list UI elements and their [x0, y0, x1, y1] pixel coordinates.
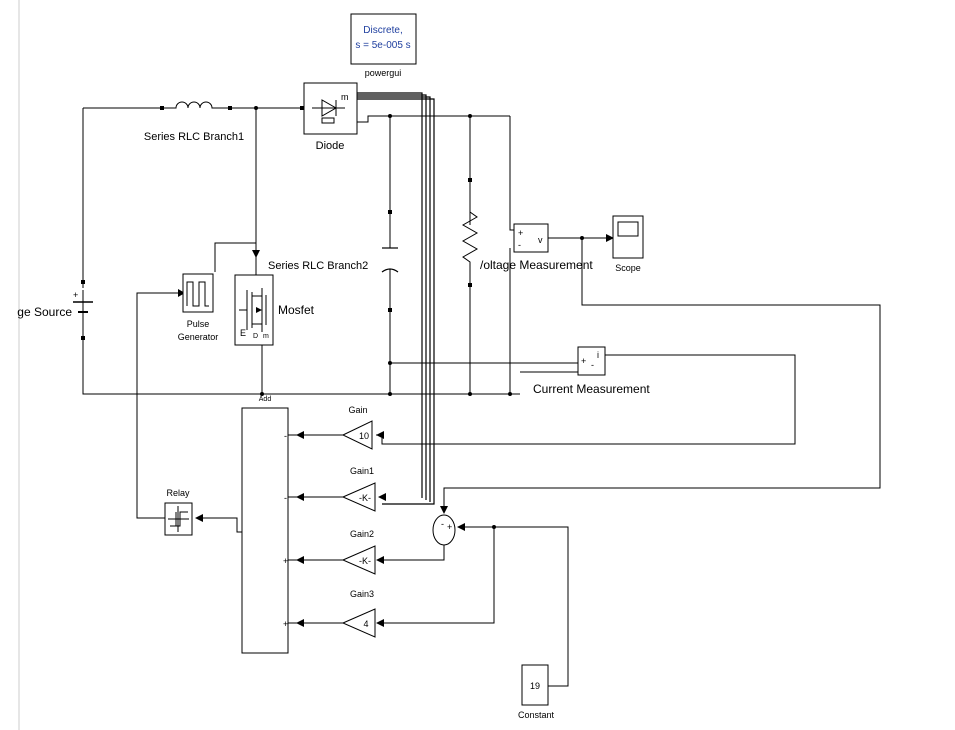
powergui-display-line1: Discrete,: [363, 25, 402, 36]
relay-block[interactable]: Relay: [164, 488, 193, 536]
mosfet-label: Mosfet: [278, 303, 315, 317]
constant-value: 19: [530, 681, 540, 691]
junctions: [254, 106, 584, 529]
add-in4-sign: +: [283, 619, 288, 629]
pulse-generator-label-line2: Generator: [178, 332, 219, 342]
gain1-value: -K-: [359, 493, 371, 503]
gain-label: Gain: [348, 405, 367, 415]
add-in3-sign: +: [283, 556, 288, 566]
powergui-label: powergui: [365, 68, 402, 78]
mosfet-block[interactable]: E D m Mosfet Series RLC Branch2: [234, 260, 368, 346]
mosfet-port-s: m: [263, 333, 269, 340]
voltage-source-block[interactable]: + ge Source: [17, 280, 93, 340]
diode-block[interactable]: m Diode: [300, 82, 358, 152]
mosfet-symbol-icon: [239, 288, 267, 332]
cm-plus: +: [581, 356, 586, 366]
gain3-label: Gain3: [350, 589, 374, 599]
current-measurement-block[interactable]: + - i Current Measurement: [533, 346, 650, 396]
voltage-measurement-label: /oltage Measurement: [480, 258, 593, 272]
diode-symbol-icon: [321, 99, 338, 117]
cm-port-i: i: [597, 350, 599, 360]
series-rlc-branch1-block[interactable]: Series RLC Branch1: [144, 101, 244, 143]
sum-right-sign: +: [447, 522, 452, 532]
current-measurement-label: Current Measurement: [533, 382, 650, 396]
pulse-generator-block[interactable]: Pulse Generator: [178, 273, 219, 342]
vm-port-v: v: [538, 235, 543, 245]
scope-screen-icon: [617, 221, 639, 237]
constant-label: Constant: [518, 710, 555, 720]
gain-value: 10: [359, 431, 369, 441]
vm-plus: +: [518, 228, 523, 238]
gain3-value: 4: [363, 619, 368, 629]
wires: [82, 92, 881, 687]
constant-block[interactable]: 19 Constant: [518, 664, 555, 720]
gain3-block[interactable]: 4 Gain3: [341, 589, 376, 638]
voltage-source-label: ge Source: [17, 305, 72, 319]
gain1-label: Gain1: [350, 466, 374, 476]
resistor-icon: [461, 182, 479, 283]
series-rlc-branch2-block[interactable]: [381, 210, 399, 312]
gain2-value: -K-: [359, 556, 371, 566]
source-plus: +: [73, 290, 78, 300]
series-rlc-branch2-label: Series RLC Branch2: [268, 260, 368, 272]
mosfet-port-e: E: [240, 328, 246, 338]
gain2-block[interactable]: -K- Gain2: [341, 529, 376, 575]
relay-label: Relay: [166, 488, 190, 498]
gain2-label: Gain2: [350, 529, 374, 539]
pulse-generator-label-line1: Pulse: [187, 319, 210, 329]
scope-block[interactable]: Scope: [612, 215, 644, 273]
series-rlc-branch1-label: Series RLC Branch1: [144, 131, 244, 143]
pulse-wave-icon: [186, 281, 209, 307]
scope-label: Scope: [615, 263, 641, 273]
powergui-display-line2: s = 5e-005 s: [355, 40, 410, 51]
add-label: Add: [259, 396, 272, 403]
diode-port-m: m: [341, 92, 349, 102]
cm-minus: -: [591, 360, 594, 370]
voltage-measurement-block[interactable]: + - v /oltage Measurement: [480, 223, 593, 272]
sum-block[interactable]: - +: [432, 514, 456, 546]
gain1-block[interactable]: -K- Gain1: [341, 466, 376, 512]
add-in1-sign: -: [284, 431, 287, 441]
diode-label: Diode: [316, 140, 345, 152]
mosfet-port-d: D: [253, 333, 258, 340]
gain-block[interactable]: 10 Gain: [341, 405, 373, 450]
add-block[interactable]: Add - - + +: [241, 396, 289, 654]
powergui-block[interactable]: Discrete, s = 5e-005 s powergui: [350, 13, 417, 78]
relay-hysteresis-icon: [168, 506, 189, 532]
add-in2-sign: -: [284, 493, 287, 503]
arrowheads: [178, 234, 614, 627]
resistor-block[interactable]: [461, 178, 479, 287]
sum-top-sign: -: [441, 519, 444, 529]
vm-minus: -: [518, 240, 521, 250]
inductor-icon: [164, 101, 228, 109]
